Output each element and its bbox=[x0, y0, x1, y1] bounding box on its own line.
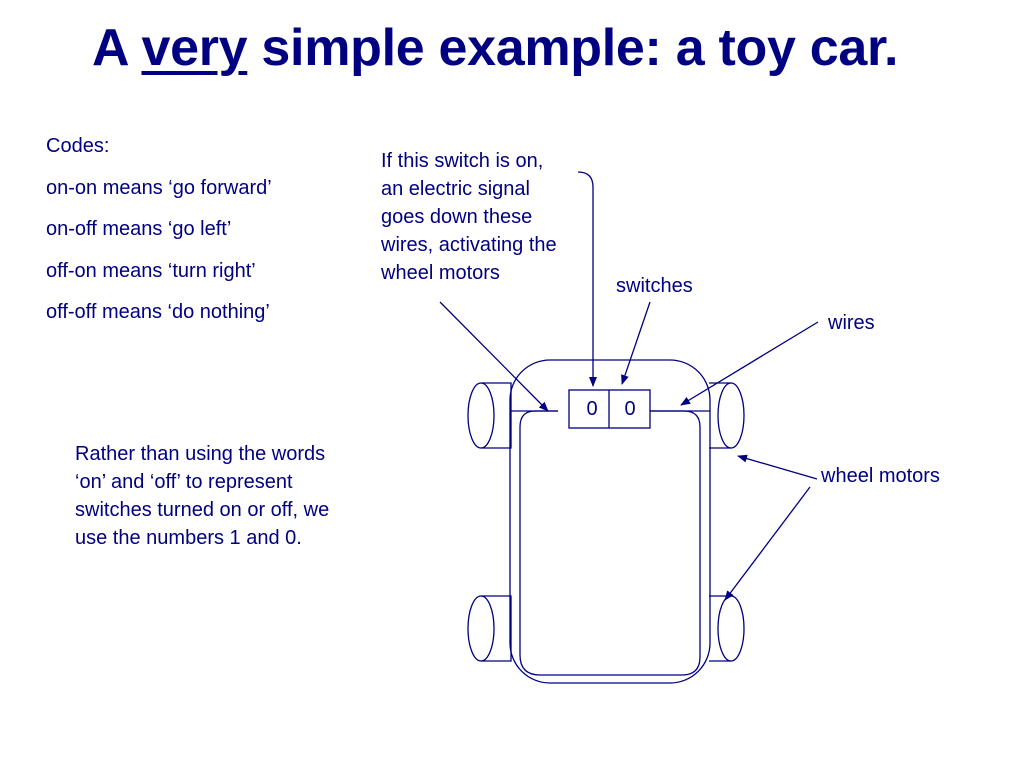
wheel-rear-right bbox=[709, 595, 745, 662]
wires-arrow bbox=[680, 321, 819, 406]
signal-bracket-arrow bbox=[577, 171, 597, 387]
title-suffix: simple example: a toy car. bbox=[247, 19, 899, 77]
wheel-front-left bbox=[467, 382, 512, 449]
code-item: on-off means ‘go left’ bbox=[46, 218, 232, 240]
switches-arrow bbox=[621, 301, 651, 385]
signal-to-wire-arrow bbox=[439, 301, 549, 412]
codes-list: Codes: on-on means ‘go forward’ on-off m… bbox=[46, 136, 272, 344]
signal-note-line: an electric signal bbox=[381, 178, 530, 200]
numbers-note-line: use the numbers 1 and 0. bbox=[75, 527, 302, 549]
numbers-note: Rather than using the words ‘on’ and ‘of… bbox=[75, 440, 329, 552]
car-body-outer bbox=[509, 359, 711, 684]
codes-heading: Codes: bbox=[46, 135, 110, 157]
label-switches: switches bbox=[616, 275, 693, 297]
signal-note-line: goes down these bbox=[381, 206, 533, 228]
label-wheel-motors: wheel motors bbox=[821, 465, 940, 487]
wheel-motors-arrow-lower bbox=[724, 486, 811, 601]
car-body-inner bbox=[519, 410, 701, 676]
title-emphasis: very bbox=[141, 19, 248, 77]
label-wires: wires bbox=[828, 312, 875, 334]
numbers-note-line: ‘on’ and ‘off’ to represent bbox=[75, 471, 293, 493]
title-prefix: A bbox=[92, 19, 142, 77]
wheel-motors-arrow-upper bbox=[737, 454, 818, 480]
slide-title: A very simple example: a toy car. bbox=[92, 18, 898, 78]
wheel-rear-left bbox=[467, 595, 512, 662]
code-item: off-on means ‘turn right’ bbox=[46, 259, 256, 282]
switch-2-value: 0 bbox=[624, 398, 636, 420]
code-item: off-off means ‘do nothing’ bbox=[46, 301, 270, 323]
signal-note-line: If this switch is on, bbox=[381, 150, 544, 172]
numbers-note-line: switches turned on or off, we bbox=[75, 499, 330, 521]
signal-note: If this switch is on, an electric signal… bbox=[381, 147, 557, 287]
signal-note-line: wheel motors bbox=[381, 262, 500, 284]
switch-values: 0 0 bbox=[569, 390, 650, 428]
code-item: on-on means ‘go forward’ bbox=[46, 176, 272, 199]
numbers-note-line: Rather than using the words bbox=[75, 443, 326, 465]
signal-note-line: wires, activating the bbox=[381, 234, 557, 256]
wheel-front-right bbox=[709, 382, 745, 449]
switch-1-value: 0 bbox=[586, 398, 598, 420]
